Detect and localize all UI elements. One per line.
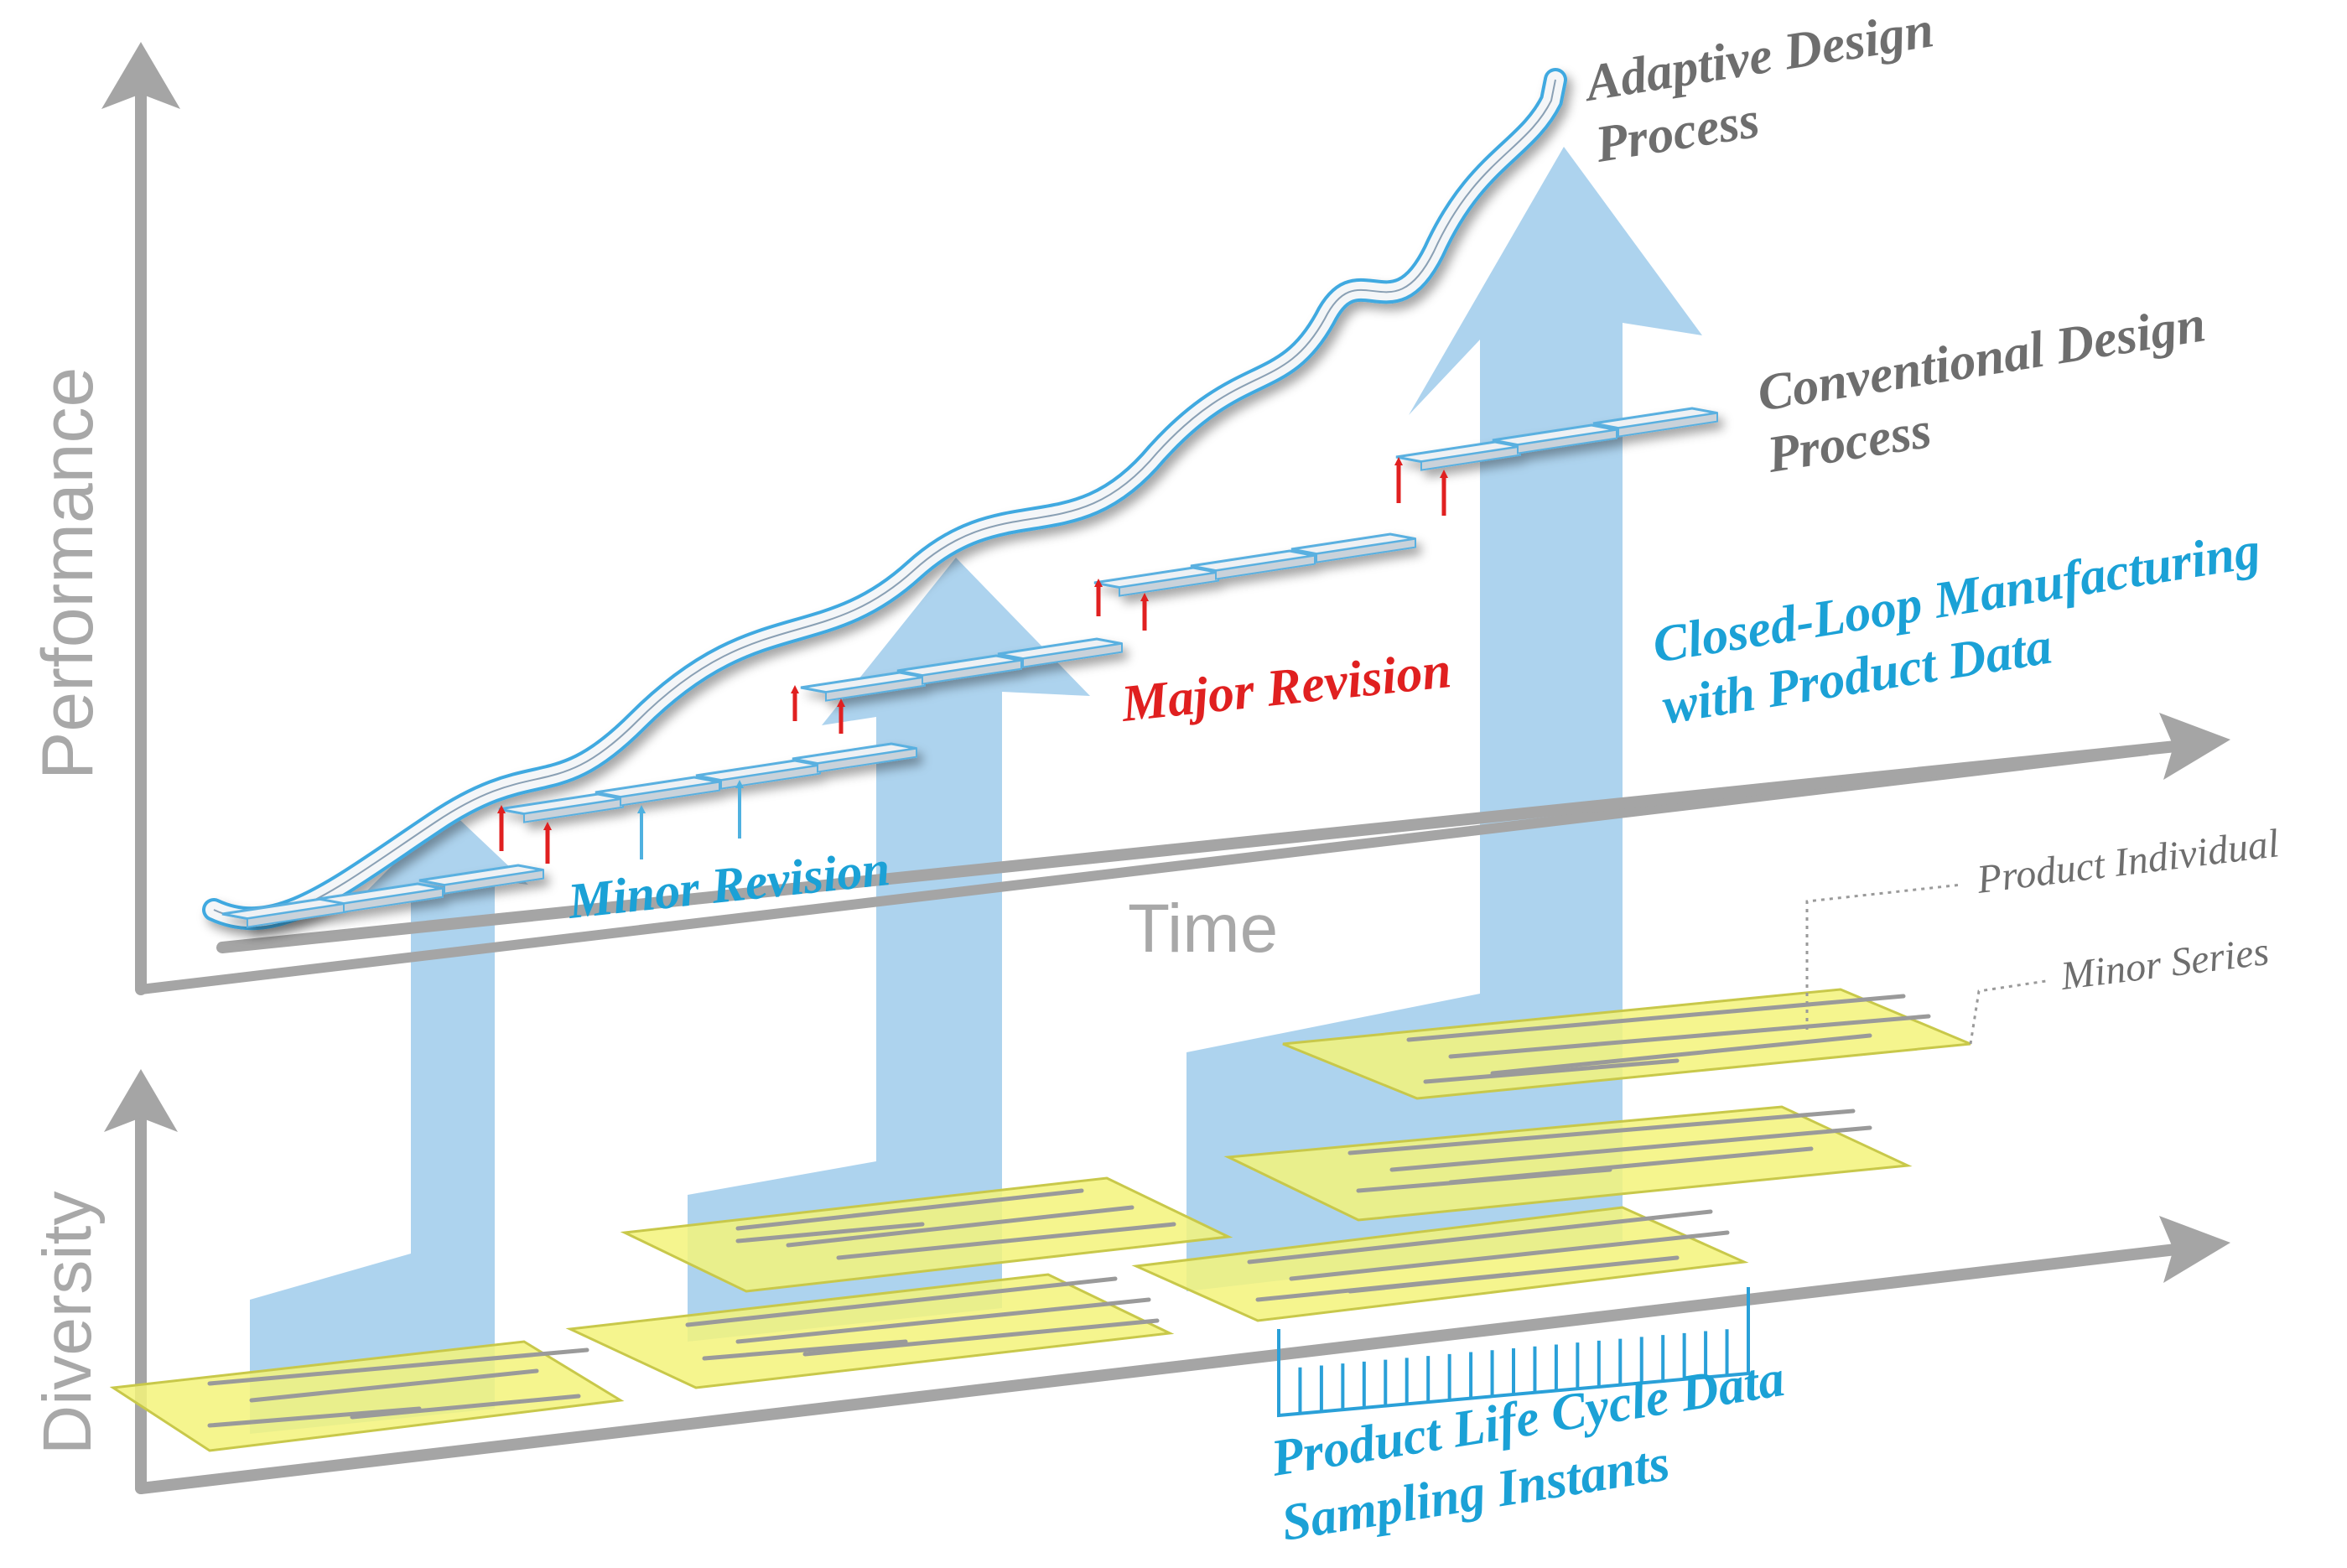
adaptive-design-curve: [202, 68, 1567, 931]
product-series-line: [685, 1276, 1118, 1327]
product-series-line: [836, 1222, 1176, 1260]
product-series-line: [1356, 1167, 1612, 1193]
data-flow-arrow-1: [250, 809, 528, 1434]
conventional-design-step-edge: [1119, 571, 1219, 597]
conventional-design-step-edge: [444, 869, 544, 895]
product-individual-label: Product Individual: [1974, 821, 2282, 902]
time-axis: [216, 740, 2182, 953]
product-series-line: [702, 1339, 908, 1361]
data-flow-arrow-2: [688, 558, 1090, 1342]
diversity-time-axis: [135, 1243, 2182, 1494]
adaptive-design-label-line1: Adaptive Design: [1579, 1, 1938, 112]
axes: [101, 42, 2230, 1494]
major-revision-arrows: [497, 457, 1448, 864]
conventional-design-step-edge: [825, 676, 926, 702]
conventional-design-step-edge: [620, 781, 720, 807]
product-series-line: [1448, 1014, 1931, 1059]
product-series-line: [1490, 1033, 1872, 1076]
diversity-axis-arrowhead: [104, 1069, 178, 1132]
product-series-line: [207, 1406, 422, 1428]
conventional-design-step-edge: [1022, 642, 1123, 668]
sampling-instants-bracket: [1277, 1287, 1750, 1418]
performance-axis-label: Performance: [28, 367, 108, 780]
product-series-line: [1289, 1230, 1730, 1281]
product-series-line: [1406, 994, 1906, 1042]
product-individual-leader: [1805, 883, 1963, 1030]
product-series-line: [735, 1222, 925, 1243]
performance-axis-arrowhead: [101, 42, 180, 109]
minor-revision-arrows: [637, 780, 744, 859]
diversity-plane: [1223, 1105, 1913, 1222]
conventional-design-step-edge: [1215, 554, 1316, 580]
conventional-design-step-edge: [1316, 537, 1416, 563]
minor-series-label: Minor Series: [2058, 929, 2272, 999]
time-axis-arrowhead: [2159, 713, 2230, 780]
product-series-line: [1389, 1125, 1872, 1172]
conventional-design-step-edge: [1617, 412, 1718, 438]
conventional-design-label-line1: Conventional Design: [1754, 295, 2209, 423]
time-axis-label: Time: [1128, 890, 1278, 967]
conventional-design-step-edge: [343, 887, 444, 913]
product-series-line: [249, 1368, 539, 1403]
product-series-line: [802, 1318, 1160, 1357]
conventional-design-label: Conventional Design Process: [1753, 293, 2232, 484]
product-series-line: [1423, 1058, 1680, 1084]
conventional-design-step-edge: [922, 659, 1022, 685]
product-series-line: [1255, 1272, 1512, 1302]
diversity-axis-label: Diversity: [29, 1192, 106, 1455]
adaptive-design-label: Adaptive Design Process: [1579, 0, 1960, 174]
conventional-design-step-edge: [817, 747, 917, 773]
product-series-line: [350, 1394, 581, 1420]
product-series-line: [1347, 1109, 1856, 1155]
conventional-design-step-edge: [1420, 445, 1521, 471]
major-revision-label: Major Revision: [1118, 641, 1453, 733]
conventional-design-step-edge: [1517, 428, 1617, 454]
leader-lines: [1805, 883, 2047, 1045]
conventional-design-step-edge: [720, 764, 821, 790]
product-series-line: [207, 1347, 589, 1386]
minor-series-leader: [1969, 979, 2047, 1045]
conventional-design-step-edge: [523, 797, 624, 823]
product-series-line: [735, 1297, 1151, 1344]
diversity-plane: [1282, 988, 1971, 1100]
product-series-line: [786, 1205, 1135, 1248]
performance-base-line: [136, 745, 2152, 994]
diversity-plane: [565, 1273, 1175, 1389]
diversity-plane: [620, 1176, 1233, 1293]
sampling-label: Product Life Cycle Data Sampling Instant…: [1267, 1348, 1812, 1552]
conventional-design-stairs: [221, 407, 1718, 928]
product-series-line: [1247, 1209, 1713, 1264]
data-flow-arrow-3: [1186, 147, 1702, 1291]
diversity-time-axis-arrowhead: [2159, 1216, 2230, 1283]
closed-loop-label: Closed-Loop Manufacturing with Product D…: [1649, 520, 2287, 735]
product-series-line: [735, 1188, 1084, 1231]
diversity-planes: [109, 988, 1971, 1452]
